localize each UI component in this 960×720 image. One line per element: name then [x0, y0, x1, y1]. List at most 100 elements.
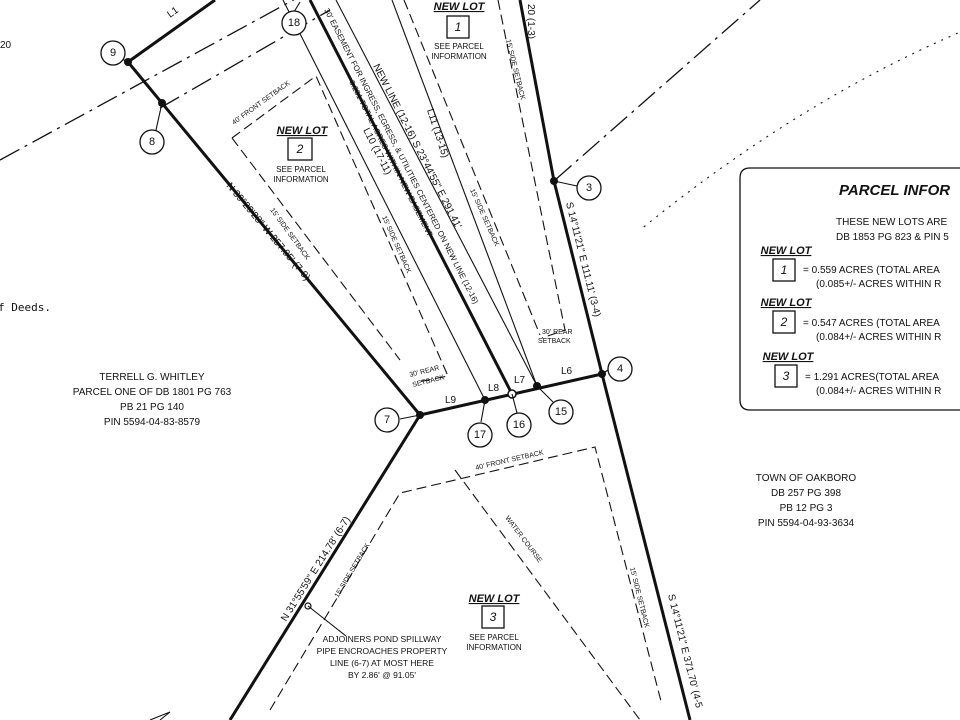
svg-text:INFORMATION: INFORMATION — [431, 52, 487, 61]
svg-text:BY 2.86' @ 91.05': BY 2.86' @ 91.05' — [348, 670, 416, 680]
spillway-note: ADJOINERS POND SPILLWAY PIPE ENCROACHES … — [317, 634, 448, 680]
point-bubble-15: 15 — [548, 399, 574, 425]
svg-text:3: 3 — [586, 182, 592, 194]
parcel-info-lot1: NEW LOT 1 = 0.559 ACRES (TOTAL AREA (0.0… — [761, 245, 942, 290]
parcel-info-intro-1: THESE NEW LOTS ARE — [836, 217, 947, 228]
boundary-line-3-4 — [552, 180, 604, 375]
svg-text:NEW LOT: NEW LOT — [761, 245, 813, 257]
svg-text:1: 1 — [455, 20, 462, 34]
svg-text:9: 9 — [110, 47, 116, 59]
lot1-callout: NEW LOT 1 SEE PARCEL INFORMATION — [431, 1, 487, 61]
line-label-1-3: 20 (1-3) — [525, 4, 536, 39]
svg-text:ADJOINERS POND SPILLWAY: ADJOINERS POND SPILLWAY — [323, 634, 442, 644]
lot3-front-setback-label: 40' FRONT SETBACK — [475, 449, 545, 472]
parcel-info-title: PARCEL INFOR — [839, 182, 950, 199]
lot3-setback-outline — [269, 446, 663, 711]
lot2-setback-outline — [231, 75, 449, 383]
svg-text:= 0.547 ACRES (TOTAL AREA: = 0.547 ACRES (TOTAL AREA — [803, 318, 940, 329]
svg-text:17: 17 — [474, 429, 486, 441]
lot1-side-setback-label-east: 15' SIDE SETBACK — [504, 39, 526, 101]
lot3-side-setback-label-east: 15' SIDE SETBACK — [628, 567, 650, 629]
svg-text:8: 8 — [149, 136, 155, 148]
boundary-line-6-7 — [228, 414, 422, 720]
svg-text:15: 15 — [555, 406, 567, 418]
svg-text:TOWN OF OAKBORO: TOWN OF OAKBORO — [756, 473, 857, 484]
line-label-l8: L8 — [488, 383, 500, 394]
water-course-label: WATER COURSE — [503, 515, 543, 565]
new-line-12-16 — [308, 0, 514, 395]
lot1-rear-setback-label: 30' REAR — [542, 329, 573, 336]
svg-text:NEW LOT: NEW LOT — [434, 1, 486, 13]
svg-text:= 1.291 ACRES(TOTAL AREA: = 1.291 ACRES(TOTAL AREA — [805, 372, 939, 383]
svg-text:NEW LOT: NEW LOT — [469, 593, 521, 605]
svg-text:3: 3 — [783, 369, 790, 383]
line-label-l11: L11 (13-15) — [424, 108, 450, 160]
svg-text:SEE PARCEL: SEE PARCEL — [434, 42, 484, 51]
boundary-line-l1 — [127, 0, 216, 64]
lot2-front-setback-label: 40' FRONT SETBACK — [231, 80, 292, 127]
svg-text:4: 4 — [617, 363, 623, 375]
bearing-7-9: N 39°29'28" W 257.95' (7-9) — [224, 181, 312, 283]
svg-text:= 0.559 ACRES (TOTAL AREA: = 0.559 ACRES (TOTAL AREA — [803, 265, 940, 276]
lot3-side-setback-label-west: 15' SIDE SETBACK — [334, 542, 372, 599]
corner-node-16 — [507, 389, 517, 399]
svg-text:PIN 5594-04-83-8579: PIN 5594-04-83-8579 — [104, 417, 201, 428]
svg-text:2: 2 — [296, 142, 304, 156]
boundary-line-4-5 — [600, 373, 692, 720]
point-bubble-18: 18 — [281, 10, 307, 36]
svg-text:3: 3 — [490, 610, 497, 624]
bearing-4-5: S 14°11'21" E 371.70' (4-5 — [665, 593, 704, 709]
svg-text:(0.085+/- ACRES WITHIN R: (0.085+/- ACRES WITHIN R — [816, 279, 941, 290]
svg-text:LINE (6-7) AT MOST HERE: LINE (6-7) AT MOST HERE — [330, 658, 434, 668]
point-bubble-7: 7 — [374, 407, 400, 433]
point-bubble-16: 16 — [506, 412, 532, 438]
easement-edge-east — [335, 0, 538, 387]
svg-text:18: 18 — [288, 17, 300, 29]
svg-text:SEE PARCEL: SEE PARCEL — [276, 165, 326, 174]
lot2-side-setback — [231, 137, 401, 361]
adjoiner-whitley: TERRELL G. WHITLEY PARCEL ONE OF DB 1801… — [73, 372, 232, 428]
boundary-line-7-9 — [126, 61, 422, 416]
svg-text:2: 2 — [780, 315, 788, 329]
adjoiner-oakboro: TOWN OF OAKBORO DB 257 PG 398 PB 12 PG 3… — [756, 473, 857, 529]
svg-text:(0.084+/- ACRES WITHIN R: (0.084+/- ACRES WITHIN R — [816, 332, 941, 343]
water-course-line — [454, 469, 641, 720]
svg-text:NEW LOT: NEW LOT — [761, 297, 813, 309]
svg-text:PB 12 PG 3: PB 12 PG 3 — [780, 503, 833, 514]
point-bubble-3: 3 — [576, 175, 602, 201]
easement-edge-west — [282, 0, 486, 401]
lot1-rear-setback-label-2: SETBACK — [538, 338, 571, 345]
arrow-fragment — [149, 711, 171, 720]
line-label-l1: L1 — [165, 5, 181, 21]
svg-text:PARCEL ONE OF DB 1801 PG 763: PARCEL ONE OF DB 1801 PG 763 — [73, 387, 232, 398]
svg-text:DB 257 PG 398: DB 257 PG 398 — [771, 488, 841, 499]
point-bubble-4: 4 — [607, 356, 633, 382]
svg-text:NEW LOT: NEW LOT — [277, 125, 329, 137]
svg-text:7: 7 — [384, 414, 390, 426]
point-bubble-17: 17 — [467, 422, 493, 448]
line-label-l7: L7 — [514, 375, 526, 386]
svg-text:PIPE ENCROACHES PROPERTY: PIPE ENCROACHES PROPERTY — [317, 646, 448, 656]
boundary-line-1-3 — [518, 0, 556, 182]
parcel-info-lot2: NEW LOT 2 = 0.547 ACRES (TOTAL AREA (0.0… — [761, 297, 942, 343]
svg-text:TERRELL G. WHITLEY: TERRELL G. WHITLEY — [99, 372, 205, 383]
svg-text:INFORMATION: INFORMATION — [273, 175, 329, 184]
lot1-setback-west — [403, 0, 541, 336]
lot1-setback-east — [497, 0, 566, 339]
svg-text:16: 16 — [513, 419, 525, 431]
svg-text:1: 1 — [781, 263, 788, 277]
point-bubble-8: 8 — [139, 129, 165, 155]
faint-dotted-line — [639, 31, 960, 231]
svg-text:PIN 5594-04-93-3634: PIN 5594-04-93-3634 — [758, 518, 855, 529]
parcel-information-panel: PARCEL INFOR THESE NEW LOTS ARE DB 1853 … — [739, 167, 960, 411]
parcel-info-intro-2: DB 1853 PG 823 & PIN 5 — [836, 232, 949, 243]
svg-text:INFORMATION: INFORMATION — [466, 643, 522, 652]
deeds-fragment: f Deeds. — [0, 301, 51, 314]
bearing-6-7: N 31°55'59" E 214.78' (6-7) — [279, 515, 353, 624]
parcel-info-lot3: NEW LOT 3 = 1.291 ACRES(TOTAL AREA (0.08… — [763, 351, 942, 397]
line-label-l6: L6 — [561, 366, 573, 377]
lot3-callout: NEW LOT 3 SEE PARCEL INFORMATION — [466, 593, 522, 652]
right-of-way-line-east — [554, 0, 761, 181]
right-of-way-line-upper — [0, 0, 295, 161]
